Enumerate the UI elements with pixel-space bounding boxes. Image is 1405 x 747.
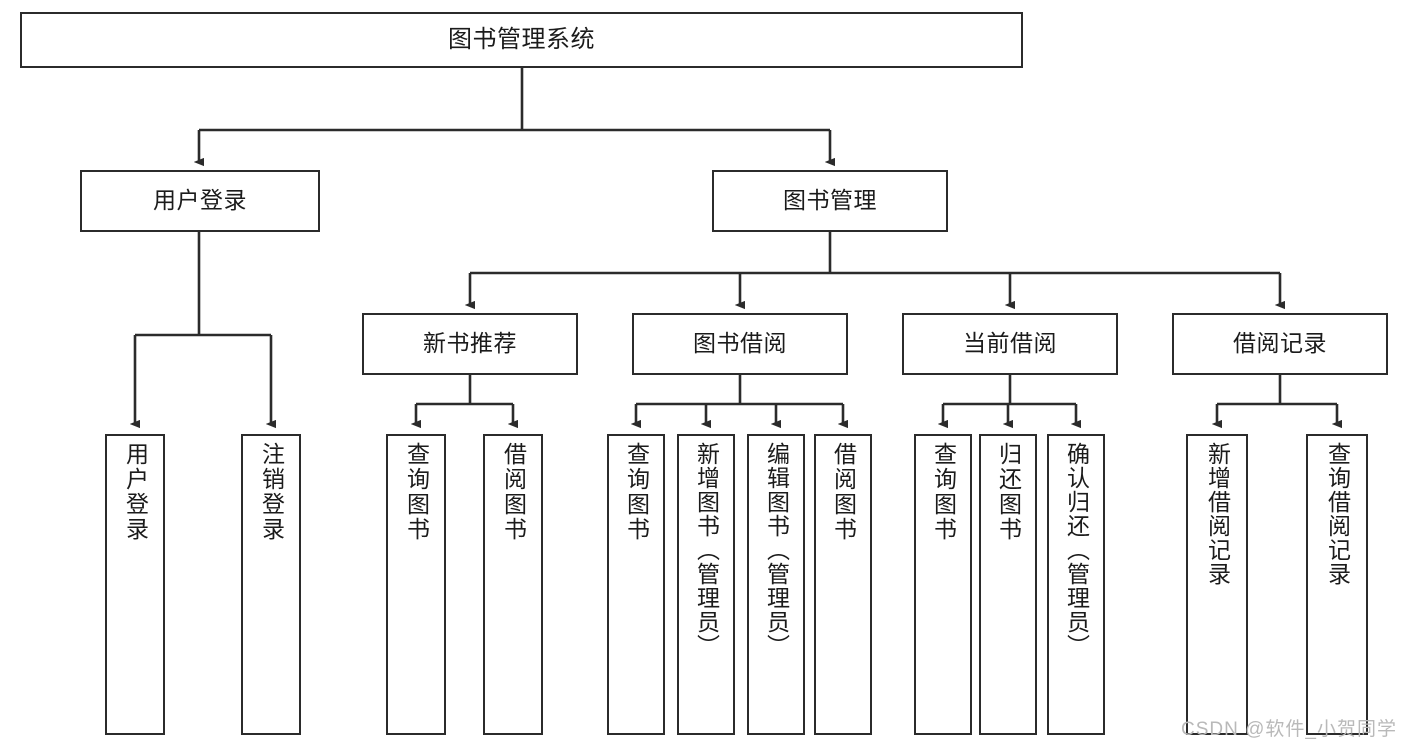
- node-label: 图书管理: [783, 187, 877, 214]
- node-label: 查询借阅记录: [1324, 442, 1351, 586]
- node-label: 查询图书: [623, 442, 650, 542]
- leaf-logout-login[interactable]: 注销登录: [241, 434, 301, 735]
- node-label: 确认归还（管理员）: [1063, 442, 1090, 658]
- node-label: 借阅图书: [500, 442, 527, 542]
- leaf-borrow-book-2[interactable]: 借阅图书: [814, 434, 872, 735]
- leaf-query-book-1[interactable]: 查询图书: [386, 434, 446, 735]
- leaf-user-login[interactable]: 用户登录: [105, 434, 165, 735]
- leaf-confirm-return[interactable]: 确认归还（管理员）: [1047, 434, 1105, 735]
- node-label: 新增借阅记录: [1204, 442, 1231, 586]
- node-label: 图书借阅: [693, 330, 787, 357]
- node-label: 用户登录: [153, 187, 247, 214]
- node-label: 注销登录: [258, 442, 285, 542]
- node-book-borrow[interactable]: 图书借阅: [632, 313, 848, 375]
- node-label: 新书推荐: [423, 330, 517, 357]
- node-label: 编辑图书（管理员）: [763, 442, 790, 658]
- node-label: 用户登录: [122, 442, 149, 542]
- node-label: 当前借阅: [963, 330, 1057, 357]
- node-user-login[interactable]: 用户登录: [80, 170, 320, 232]
- leaf-return-book[interactable]: 归还图书: [979, 434, 1037, 735]
- node-label: 新增图书（管理员）: [693, 442, 720, 658]
- node-label: 归还图书: [995, 442, 1022, 542]
- node-label: 图书管理系统: [448, 25, 595, 53]
- node-label: 查询图书: [930, 442, 957, 542]
- node-current-borrow[interactable]: 当前借阅: [902, 313, 1118, 375]
- leaf-add-book[interactable]: 新增图书（管理员）: [677, 434, 735, 735]
- leaf-borrow-book-1[interactable]: 借阅图书: [483, 434, 543, 735]
- leaf-add-record[interactable]: 新增借阅记录: [1186, 434, 1248, 735]
- node-label: 借阅图书: [830, 442, 857, 542]
- leaf-query-record[interactable]: 查询借阅记录: [1306, 434, 1368, 735]
- node-borrow-record[interactable]: 借阅记录: [1172, 313, 1388, 375]
- node-root-system[interactable]: 图书管理系统: [20, 12, 1023, 68]
- node-label: 借阅记录: [1233, 330, 1327, 357]
- node-book-manage[interactable]: 图书管理: [712, 170, 948, 232]
- leaf-query-book-2[interactable]: 查询图书: [607, 434, 665, 735]
- leaf-query-book-3[interactable]: 查询图书: [914, 434, 972, 735]
- leaf-edit-book[interactable]: 编辑图书（管理员）: [747, 434, 805, 735]
- node-new-book-recommend[interactable]: 新书推荐: [362, 313, 578, 375]
- watermark: CSDN @软件_小贺同学: [1181, 719, 1397, 740]
- node-label: 查询图书: [403, 442, 430, 542]
